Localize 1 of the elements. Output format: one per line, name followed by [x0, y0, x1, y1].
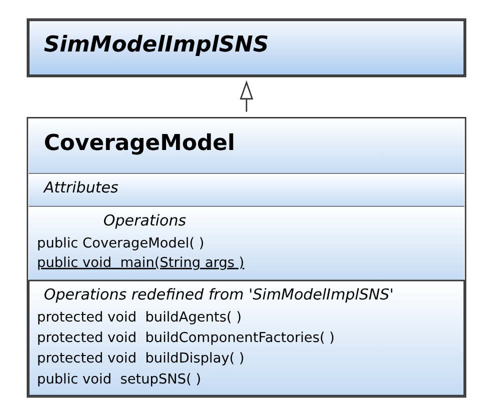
arrow [240, 80, 254, 112]
